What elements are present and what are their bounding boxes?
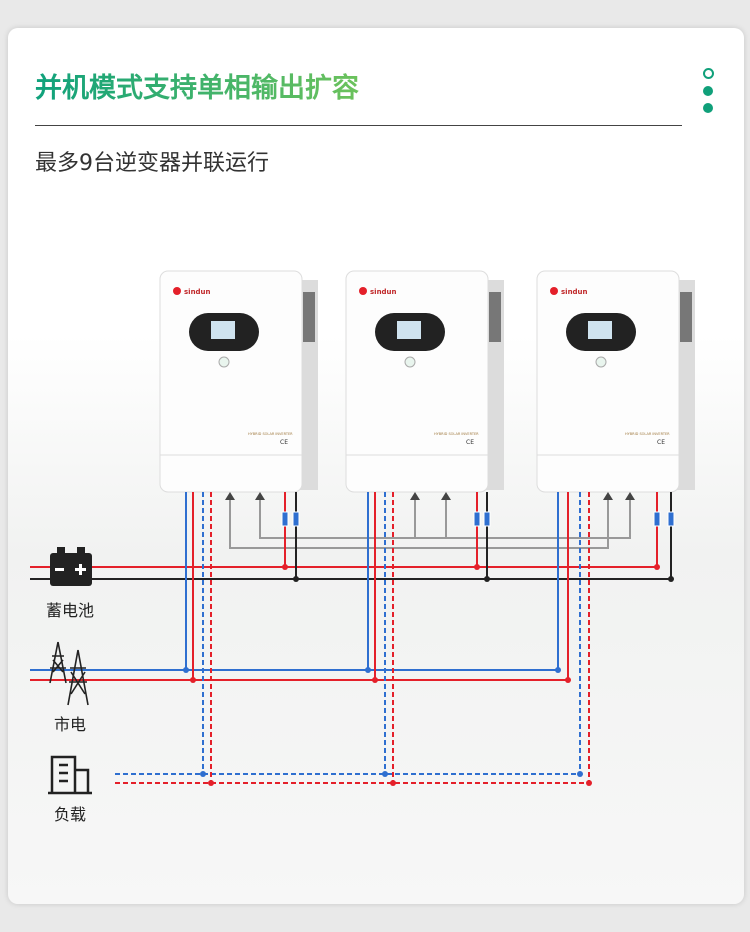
fuse-icon: [292, 511, 300, 527]
comm-cable: [229, 497, 609, 549]
grid-label: 市电: [53, 715, 86, 734]
page-title: 并机模式支持单相输出扩容: [35, 66, 359, 105]
vent-grille: [680, 292, 692, 342]
ce-mark: CE: [280, 439, 288, 446]
brand-logo-icon: [173, 287, 181, 295]
power-button: [218, 356, 230, 368]
junction-dot: [208, 780, 214, 786]
comm-port-arrow-icon: [625, 492, 635, 500]
brand-text: sindun: [184, 288, 211, 296]
comm-cable: [446, 497, 631, 539]
battery-label: 蓄电池: [45, 601, 94, 620]
junction-dot: [484, 576, 490, 582]
load-building-icon: [48, 755, 92, 795]
fuse-icon: [281, 511, 289, 527]
divider: [35, 125, 682, 126]
inverter-body: [536, 270, 680, 493]
model-label: HYBRID SOLAR INVERTER: [625, 432, 670, 436]
lcd-screen: [588, 321, 612, 339]
junction-dot: [282, 564, 288, 570]
load-label: 负载: [53, 805, 86, 824]
power-button: [595, 356, 607, 368]
lcd-screen: [397, 321, 421, 339]
fuse-icon: [483, 511, 491, 527]
ce-mark: CE: [657, 439, 665, 446]
power-button: [404, 356, 416, 368]
subtitle: 最多9台逆变器并联运行: [35, 151, 269, 176]
junction-dot: [577, 771, 583, 777]
brand-logo-icon: [359, 287, 367, 295]
vent-grille: [489, 292, 501, 342]
comm-port-arrow-icon: [225, 492, 235, 500]
model-label: HYBRID SOLAR INVERTER: [248, 432, 293, 436]
fuse-icon: [667, 511, 675, 527]
junction-dot: [586, 780, 592, 786]
comm-port-arrow-icon: [603, 492, 613, 500]
decorative-dots: [703, 68, 714, 120]
junction-dot: [565, 677, 571, 683]
junction-dot: [372, 677, 378, 683]
brand-text: sindun: [370, 288, 397, 296]
inverter-body: [159, 270, 303, 493]
junction-dot: [382, 771, 388, 777]
comm-port-arrow-icon: [255, 492, 265, 500]
lcd-screen: [211, 321, 235, 339]
brand-text: sindun: [561, 288, 588, 296]
junction-dot: [654, 564, 660, 570]
battery-icon: [50, 547, 92, 586]
junction-dot: [365, 667, 371, 673]
vent-grille: [303, 292, 315, 342]
fuse-icon: [653, 511, 661, 527]
ce-mark: CE: [466, 439, 474, 446]
comm-port-arrow-icon: [441, 492, 451, 500]
power-tower-icon: [49, 641, 89, 706]
junction-dot: [474, 564, 480, 570]
junction-dot: [183, 667, 189, 673]
brand-logo-icon: [550, 287, 558, 295]
junction-dot: [390, 780, 396, 786]
junction-dot: [293, 576, 299, 582]
junction-dot: [200, 771, 206, 777]
junction-dot: [555, 667, 561, 673]
junction-dot: [668, 576, 674, 582]
inverter-body: [345, 270, 489, 493]
comm-port-arrow-icon: [410, 492, 420, 500]
comm-cable: [259, 497, 447, 539]
model-label: HYBRID SOLAR INVERTER: [434, 432, 479, 436]
fuse-icon: [473, 511, 481, 527]
junction-dot: [190, 677, 196, 683]
